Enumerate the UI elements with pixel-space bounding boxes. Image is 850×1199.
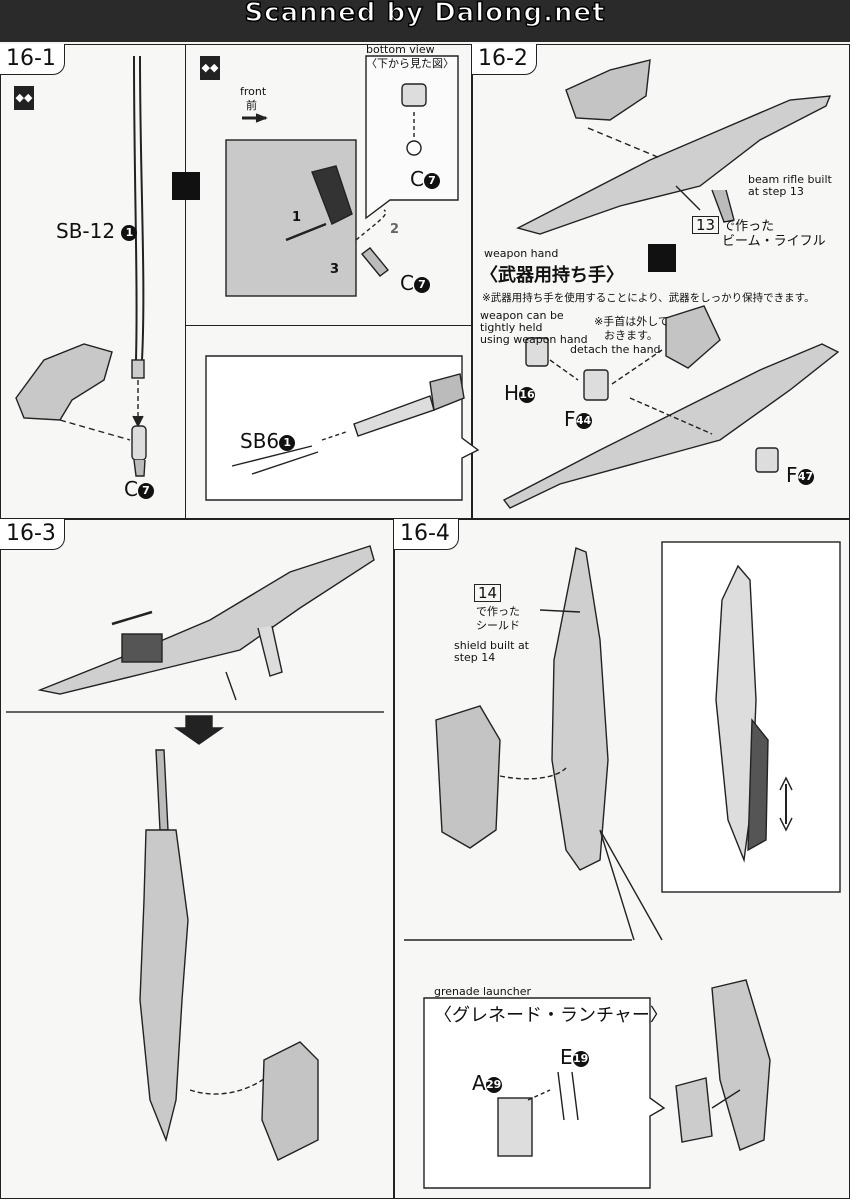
- order-3-marker: 3: [330, 262, 340, 277]
- weapon-hand-note-en-3: using weapon hand: [480, 333, 588, 346]
- swap-arrows-icon: ◆◆: [14, 86, 34, 110]
- scanned-by-watermark: Scanned by Dalong.net: [244, 0, 606, 28]
- f47-label: F47: [786, 463, 814, 487]
- step-number-16-4: 16-4: [394, 519, 459, 550]
- weapon-hand-note-en-2: tightly held: [480, 321, 543, 334]
- step-number-16-1: 16-1: [0, 44, 65, 75]
- f44-label: F44: [564, 407, 592, 431]
- front-label-en: front: [240, 85, 267, 98]
- no-cut-icon: [648, 244, 676, 272]
- weapon-hand-en: weapon hand: [484, 247, 559, 260]
- order-1-marker: 1: [292, 210, 302, 225]
- order-2-marker: 2: [390, 222, 400, 237]
- bottom-view-jp: 〈下から見た図〉: [366, 57, 454, 70]
- beam-rifle-en-2: at step 13: [748, 185, 804, 198]
- shield-en-1: shield built at: [454, 639, 529, 652]
- weapon-hand-jp: 〈武器用持ち手〉: [480, 265, 624, 286]
- bottom-view-en: bottom view: [366, 43, 435, 56]
- sb12-label: SB-12 1: [56, 220, 138, 242]
- grenade-launcher-jp: 〈グレネード・ランチャー〉: [434, 1005, 668, 1026]
- h16-label: H16: [504, 381, 536, 405]
- detach-en: detach the hand: [570, 343, 661, 356]
- grenade-launcher-en: grenade launcher: [434, 985, 532, 998]
- swap-arrows-icon: ◆◆: [200, 56, 220, 80]
- step-number-16-2: 16-2: [472, 44, 537, 75]
- panel-16-1: [0, 44, 186, 519]
- shield-jp-2: シールド: [476, 619, 520, 632]
- shield-ref: 14: [474, 584, 504, 602]
- weapon-hand-note-en-1: weapon can be: [480, 309, 564, 322]
- front-label-jp: 前: [246, 99, 257, 112]
- beam-rifle-jp: ビーム・ライフル: [722, 234, 826, 249]
- a29-label: A29: [472, 1071, 502, 1095]
- step-number-16-3: 16-3: [0, 519, 65, 550]
- detach-jp-1: ※手首は外して: [594, 315, 669, 328]
- header-bar: [0, 0, 850, 42]
- weapon-hand-note-jp: ※武器用持ち手を使用することにより、武器をしっかり保持できます。: [482, 292, 815, 304]
- e19-label: E19: [560, 1045, 589, 1069]
- shield-en-2: step 14: [454, 651, 496, 664]
- beam-rifle-en-1: beam rifle built: [748, 173, 832, 186]
- shield-jp-1: で作った: [476, 605, 520, 618]
- down-arrow-icon: [173, 715, 225, 745]
- no-cut-icon: [172, 172, 200, 200]
- detach-jp-2: おきます。: [604, 329, 658, 342]
